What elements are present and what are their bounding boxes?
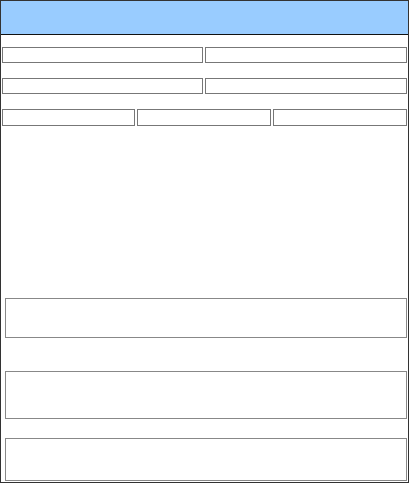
text-field-row2-left[interactable] [2, 78, 203, 94]
text-field-row3-left[interactable] [2, 109, 135, 126]
text-field-row1-left[interactable] [2, 47, 203, 63]
text-area-2[interactable] [5, 371, 407, 419]
text-field-row3-middle[interactable] [137, 109, 271, 126]
header-bar [1, 0, 408, 35]
text-field-row1-right[interactable] [205, 47, 407, 63]
text-area-1[interactable] [5, 298, 407, 338]
text-field-row3-right[interactable] [273, 109, 407, 126]
text-field-row2-right[interactable] [205, 78, 407, 94]
text-area-3[interactable] [5, 438, 407, 481]
